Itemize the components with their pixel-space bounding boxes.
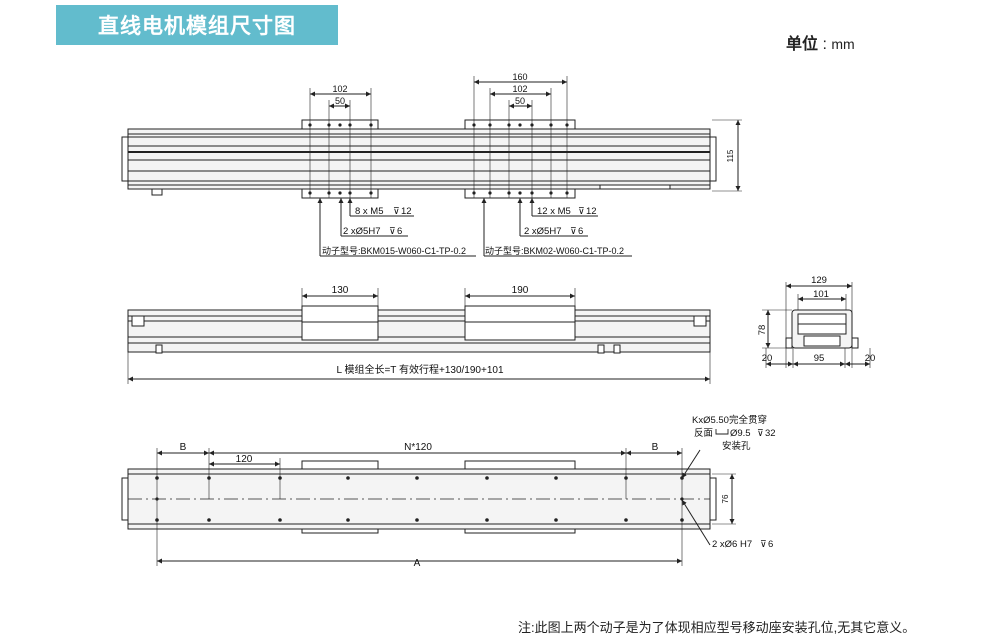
callout-left-model: 动子型号:BKM015-W060-C1-TP-0.2 [322, 246, 466, 256]
hole-note-depth: 32 [765, 428, 776, 439]
bottom-view [121, 448, 736, 566]
unit-label: 单位 : mm [786, 30, 855, 54]
dim-b-left: B [180, 442, 187, 453]
unit-separator: : [822, 36, 827, 53]
callout-right-thread-depth: 12 [586, 206, 597, 217]
side-view-labels: 130 190 L 模组全长=T 有效行程+130/190+101 [332, 285, 529, 376]
depth-symbol: ⊽ [578, 206, 585, 216]
callout-right-pin-depth: 6 [578, 226, 583, 237]
dim-height-76: 76 [721, 494, 730, 503]
dim-n120: N*120 [404, 442, 432, 453]
top-view-callouts: 8 x M5 ⊽ 12 2 xØ5H7 ⊽ 6 动子型号:BKM015-W060… [322, 206, 624, 256]
bottom-view-notes: KxØ5.50完全贯穿 反面 Ø9.5 ⊽ 32 安装孔 2 xØ6 H7 ⊽ … [692, 414, 776, 550]
dim-left-50: 50 [335, 96, 345, 106]
dim-right-160: 160 [512, 72, 527, 82]
top-view [121, 76, 742, 257]
footnote: 注:此图上两个动子是为了体现相应型号移动座安装孔位,无其它意义。 [518, 620, 916, 635]
depth-symbol: ⊽ [389, 226, 396, 236]
end-view-labels: 129 101 78 20 95 20 [757, 275, 875, 364]
dim-b-right: B [652, 442, 659, 453]
unit-name: 单位 [786, 36, 819, 53]
dim-carriage-190: 190 [512, 285, 529, 296]
callout-left-thread: 8 x M5 [355, 206, 384, 217]
callout-right-thread: 12 x M5 [537, 206, 571, 217]
depth-symbol: ⊽ [393, 206, 400, 216]
hole-note-line3: 安装孔 [722, 440, 751, 452]
dim-width-129: 129 [811, 275, 827, 286]
dim-a: A [414, 558, 421, 569]
dim-mid-95: 95 [814, 353, 825, 364]
dim-right-20: 20 [865, 353, 876, 364]
hole-note-line2: 反面 [694, 428, 713, 439]
dim-right-50: 50 [515, 96, 525, 106]
bottom-view-labels: B N*120 B 120 76 A [180, 442, 730, 569]
unit-value: mm [831, 36, 855, 52]
callout-left-pin: 2 xØ5H7 [343, 226, 381, 237]
end-view [762, 282, 871, 368]
hole-note-counterbore: Ø9.5 [730, 428, 751, 439]
dim-height-115: 115 [726, 149, 735, 162]
dim-width-101: 101 [813, 289, 829, 300]
callout-right-pin: 2 xØ5H7 [524, 226, 562, 237]
top-view-labels: 102 50 160 102 50 115 [332, 72, 735, 162]
callout-left-pin-depth: 6 [397, 226, 402, 237]
pin-note-depth: 6 [768, 539, 773, 550]
depth-symbol: ⊽ [570, 226, 577, 236]
bottom-view-holes [155, 476, 684, 522]
callout-right-model: 动子型号:BKM02-W060-C1-TP-0.2 [485, 246, 624, 256]
dim-carriage-130: 130 [332, 285, 349, 296]
dim-left-20: 20 [762, 353, 773, 364]
depth-symbol: ⊽ [757, 428, 764, 438]
pin-note: 2 xØ6 H7 [712, 539, 752, 550]
hole-note-line1: KxØ5.50完全贯穿 [692, 414, 767, 426]
side-view [127, 288, 711, 384]
dim-height-78: 78 [757, 325, 768, 336]
dim-left-102: 102 [332, 84, 347, 94]
callout-left-thread-depth: 12 [401, 206, 412, 217]
page-title: 直线电机模组尺寸图 [56, 5, 338, 45]
depth-symbol: ⊽ [760, 539, 767, 549]
dim-right-102: 102 [512, 84, 527, 94]
dim-total-length: L 模组全长=T 有效行程+130/190+101 [336, 363, 503, 376]
counterbore-icon [715, 429, 729, 435]
dim-pitch-120: 120 [236, 454, 253, 465]
